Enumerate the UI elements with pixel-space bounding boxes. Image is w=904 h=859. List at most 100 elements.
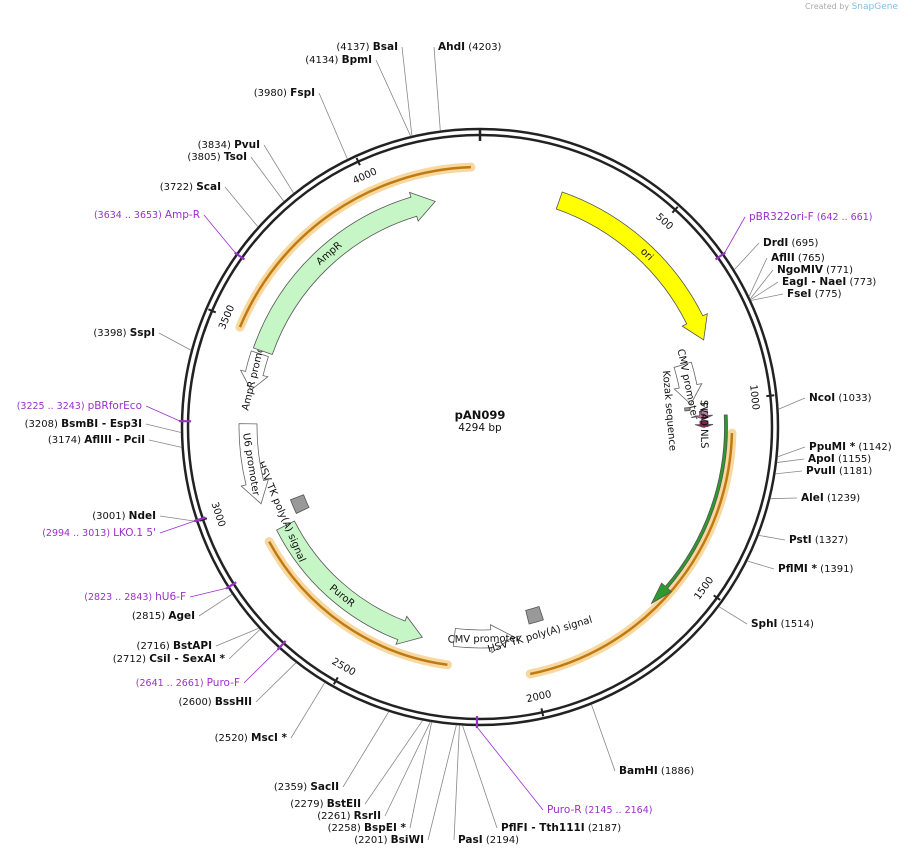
- site-name: BstAPI: [173, 640, 212, 652]
- site-leader: [750, 281, 779, 301]
- site-name: RsrII: [354, 810, 381, 822]
- site-name: FseI: [787, 288, 811, 300]
- feature-cmv-promoter-2: [452, 624, 514, 654]
- site-position: (2815): [132, 611, 168, 622]
- site-name: NcoI: [809, 392, 835, 404]
- site-name: PvuII: [806, 465, 836, 477]
- primer-leader: [243, 648, 279, 684]
- primer-name: Puro-F: [207, 677, 240, 689]
- site-position: (1142): [855, 442, 892, 453]
- primer-label: pBR322ori-F (642 .. 661): [749, 211, 872, 223]
- primer-name: pBRforEco: [88, 400, 142, 412]
- feature-hsv-tk-poly-a-signal: [525, 606, 544, 625]
- feature-sv40-nls: [694, 420, 714, 428]
- tick-mark: [540, 708, 545, 717]
- snapgene-credit: Created by SnapGene: [805, 2, 898, 12]
- site-leader: [159, 515, 197, 522]
- site-label: (3001) NdeI: [92, 510, 156, 522]
- feature-label: CMV promoter: [448, 633, 521, 645]
- site-name: BspEI *: [364, 822, 407, 834]
- site-leader: [250, 156, 285, 202]
- insert-arc: [238, 165, 471, 328]
- feature-hsv-tk-poly-a-signal-2: [289, 494, 310, 514]
- site-position: (4134): [305, 55, 341, 66]
- site-position: (765): [795, 253, 825, 264]
- site-label: (3722) ScaI: [160, 181, 221, 193]
- feature-flag: [694, 410, 713, 420]
- site-name: PstI: [789, 534, 812, 546]
- backbone-outer: [180, 127, 780, 727]
- primer-name: Puro-R: [547, 804, 582, 816]
- site-name: TsoI: [224, 151, 247, 163]
- site-name: DrdI: [763, 237, 788, 249]
- site-name: -: [808, 276, 820, 288]
- site-leader: [228, 629, 261, 660]
- site-name: AleI: [801, 492, 824, 504]
- site-label: (2716) BstAPI: [137, 640, 212, 652]
- site-label: (2520) MscI *: [215, 732, 288, 744]
- primer-mark: [225, 581, 237, 590]
- site-name: PvuI: [234, 139, 260, 151]
- site-label: (3805) TsoI: [187, 151, 247, 163]
- site-leader: [750, 293, 784, 301]
- tick-label: 2000: [525, 689, 552, 705]
- site-label: EagI - NaeI (773): [782, 276, 876, 288]
- site-name: PflMI *: [778, 563, 817, 575]
- map-center: pAN099 4294 bp: [455, 408, 506, 434]
- primer-name: hU6-F: [155, 591, 186, 603]
- primer-name: LKO.1 5': [113, 527, 156, 539]
- backbone-circle: [180, 127, 780, 727]
- primer-range: (2145 .. 2164): [582, 805, 653, 816]
- site-name: -: [528, 822, 540, 834]
- site-position: (2187): [585, 823, 622, 834]
- site-name: -: [112, 434, 124, 446]
- plasmid-length: 4294 bp: [458, 422, 502, 434]
- site-label: AflII (765): [771, 252, 825, 264]
- tick-label: 2500: [330, 656, 358, 678]
- feature-ampr: [252, 191, 436, 356]
- site-position: (3722): [160, 182, 196, 193]
- site-position: (2201): [354, 835, 390, 846]
- tick-label: 3000: [209, 501, 228, 529]
- primer-range: (642 .. 661): [814, 212, 873, 223]
- site-leader: [775, 470, 803, 475]
- site-position: (1155): [835, 454, 872, 465]
- site-label: DrdI (695): [763, 237, 818, 249]
- site-name: AflII: [771, 252, 795, 264]
- primer-sites: pBR322ori-F (642 .. 661) (3634 .. 3653) A…: [17, 209, 873, 816]
- site-position: (695): [788, 238, 818, 249]
- feature-ampr-promoter: [239, 350, 269, 391]
- primer-label: (3634 .. 3653) Amp-R: [94, 209, 200, 221]
- site-label: (3398) SspI: [93, 327, 155, 339]
- site-leader: [224, 186, 259, 228]
- site-name: PpuMI *: [809, 441, 856, 453]
- site-leader: [453, 725, 460, 841]
- site-position: (2194): [483, 835, 520, 846]
- site-name: SacII: [310, 781, 339, 793]
- site-label: PstI (1327): [789, 534, 848, 546]
- primer-mark: [193, 516, 206, 523]
- site-position: (2520): [215, 733, 251, 744]
- site-label: (2359) SacII: [274, 781, 339, 793]
- site-label: PflMI * (1391): [778, 563, 854, 575]
- site-label: BamHI (1886): [619, 765, 694, 777]
- site-name: -: [171, 653, 183, 665]
- feature-label: SV40 NLS: [698, 400, 710, 449]
- site-name: ScaI: [196, 181, 221, 193]
- site-position: (3174): [48, 435, 84, 446]
- site-leader: [776, 458, 805, 463]
- site-name: -: [98, 418, 110, 430]
- site-label: (2279) BstEII: [290, 798, 361, 810]
- tick-mark: [332, 676, 339, 685]
- feature-u6-promoter: [238, 423, 269, 505]
- site-name: AgeI: [168, 610, 195, 622]
- tick-label: 1500: [692, 575, 716, 602]
- primer-leader: [476, 726, 544, 811]
- site-position: (2712): [113, 654, 149, 665]
- site-label: (3174) AflIII - PciI: [48, 434, 145, 446]
- site-name: BsmBI: [61, 418, 98, 430]
- site-name: BssHII: [215, 696, 252, 708]
- site-position: (3001): [92, 511, 128, 522]
- site-leader: [384, 721, 431, 817]
